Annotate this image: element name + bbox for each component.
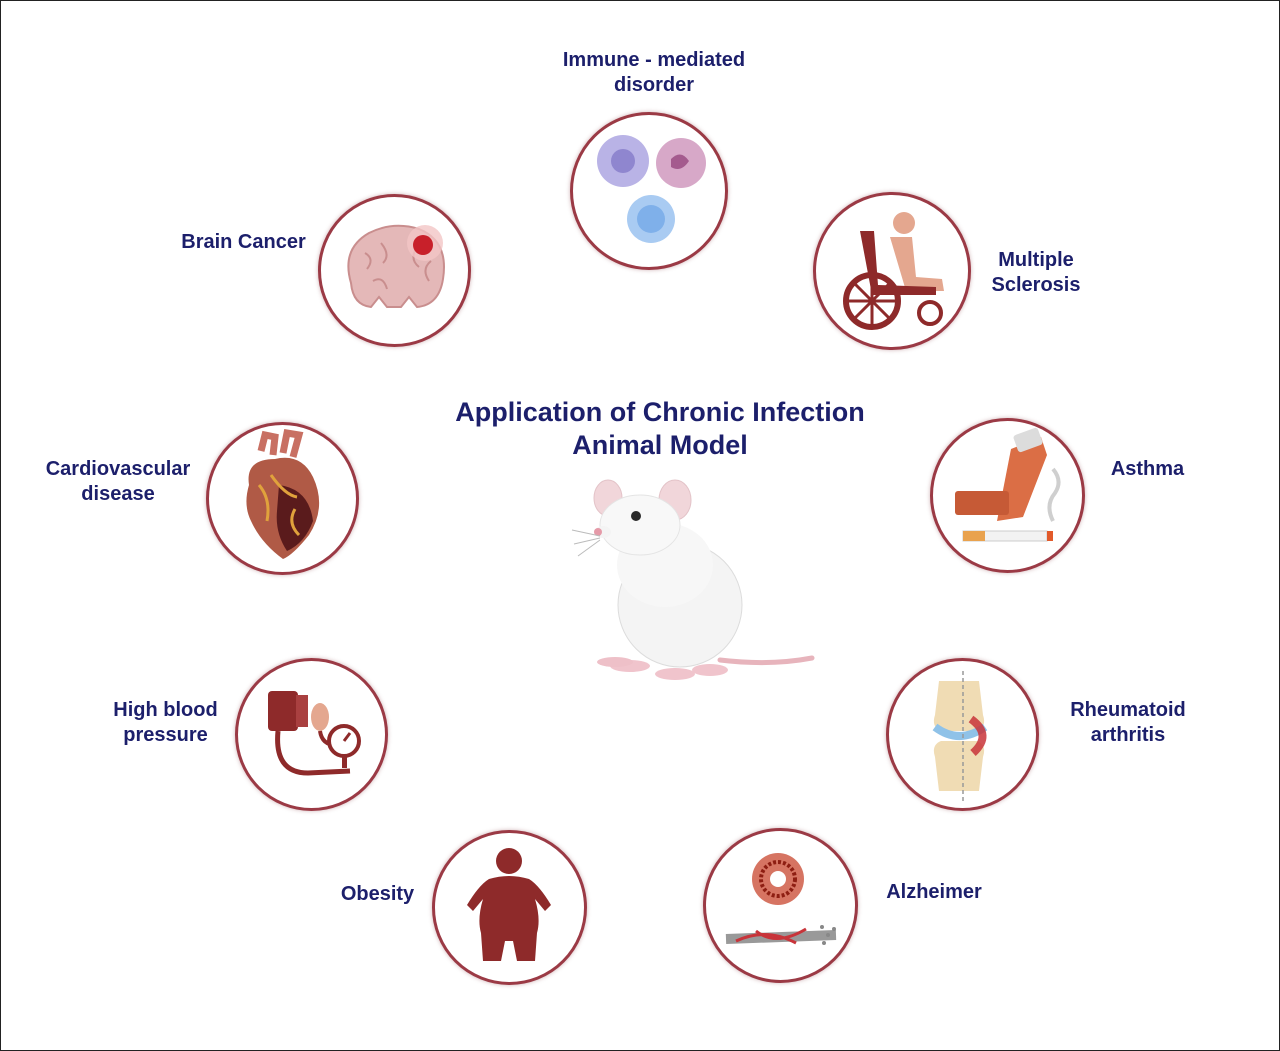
- ms-label-line2: Sclerosis: [991, 274, 1081, 296]
- rat-illustration: [571, 479, 815, 680]
- ms-label-line1: Multiple: [998, 249, 1074, 271]
- diagram-title-line2: Animal Model: [572, 430, 748, 460]
- hbp-label-line1: High blood: [113, 699, 218, 721]
- immune-circle: [570, 112, 728, 270]
- alz-label-text: Alzheimer: [886, 881, 982, 903]
- ra-circle: [886, 658, 1039, 811]
- obesity-label-text: Obesity: [340, 883, 415, 905]
- brain-circle: [318, 194, 471, 347]
- obese-person-icon: [467, 848, 551, 961]
- inhaler-icon: [955, 427, 1061, 542]
- immune-label-line2: disorder: [613, 74, 695, 96]
- wheelchair-icon: [843, 212, 944, 330]
- ms-circle: [813, 192, 971, 350]
- asthma-label: Asthma: [1100, 457, 1195, 482]
- ra-label: Rheumatoid arthritis: [1058, 698, 1198, 748]
- alz-circle: [703, 828, 858, 983]
- brain-label-text: Brain Cancer: [181, 231, 306, 253]
- hbp-label: High blood pressure: [98, 698, 233, 748]
- diagram-title-line1: Application of Chronic Infection: [455, 397, 865, 427]
- cardio-label-line1: Cardiovascular: [45, 458, 191, 480]
- cardio-circle: [206, 422, 359, 575]
- asthma-label-text: Asthma: [1110, 458, 1185, 480]
- sphygmomanometer-icon: [268, 691, 361, 776]
- hbp-label-line2: pressure: [123, 724, 208, 746]
- obesity-label: Obesity: [330, 882, 425, 907]
- alz-label: Alzheimer: [875, 880, 993, 905]
- ms-label: Multiple Sclerosis: [966, 248, 1106, 298]
- blood-cells-icon: [597, 135, 706, 243]
- immune-label: Immune - mediated disorder: [520, 48, 788, 98]
- diagram-title: Application of Chronic Infection Animal …: [400, 396, 920, 462]
- ra-label-line1: Rheumatoid: [1070, 699, 1186, 721]
- immune-label-line1: Immune - mediated: [562, 49, 746, 71]
- heart-icon: [246, 428, 320, 559]
- hbp-circle: [235, 658, 388, 811]
- cardio-label-line2: disease: [81, 483, 155, 505]
- cardio-label: Cardiovascular disease: [28, 457, 208, 507]
- obesity-circle: [432, 830, 587, 985]
- asthma-circle: [930, 418, 1085, 573]
- ra-label-line2: arthritis: [1090, 724, 1166, 746]
- brain-tumor-icon: [347, 224, 445, 309]
- amyloid-plaque-icon: [725, 853, 837, 945]
- knee-joint-icon: [932, 671, 988, 801]
- brain-label: Brain Cancer: [166, 230, 321, 255]
